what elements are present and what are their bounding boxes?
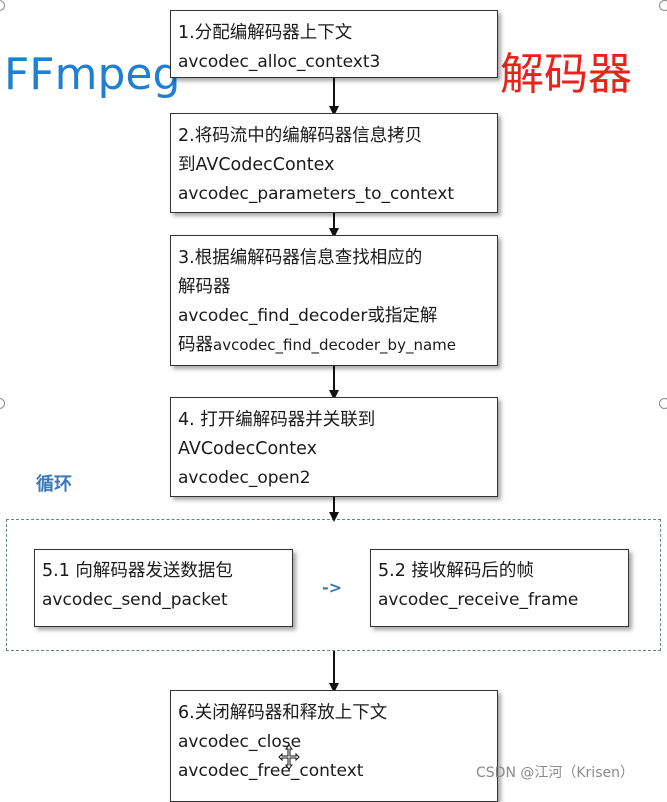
step-4-box[interactable]: 4. 打开编解码器并关联到 AVCodecContex avcodec_open…	[170, 397, 498, 497]
step-1-function: avcodec_alloc_context3	[178, 52, 381, 72]
step-3-alt-function: avcodec_find_decoder_by_name	[213, 336, 456, 354]
background-title-right: 解码器	[500, 49, 632, 100]
step-2-box[interactable]: 2.将码流中的编解码器信息拷贝 到AVCodecContex avcodec_p…	[170, 113, 498, 213]
loop-arrow-text: ->	[322, 578, 343, 597]
step-4-function: avcodec_open2	[178, 468, 311, 488]
step-5-1-box[interactable]: 5.1 向解码器发送数据包 avcodec_send_packet	[34, 549, 293, 627]
step-3-title-cont: 解码器	[178, 277, 231, 297]
step-3-title: 3.根据编解码器信息查找相应的	[178, 248, 423, 268]
step-1-box[interactable]: 1.分配编解码器上下文 avcodec_alloc_context3	[170, 10, 498, 78]
move-cursor-icon	[278, 744, 300, 770]
step-5-1-title: 5.1 向解码器发送数据包	[42, 561, 233, 581]
step-6-title: 6.关闭解码器和释放上下文	[178, 703, 388, 723]
resize-handle-mid-right[interactable]	[659, 398, 667, 409]
step-4-title-cont: AVCodecContex	[178, 439, 317, 459]
step-3-alt-text-cont: 码器	[178, 335, 213, 355]
step-5-1-function: avcodec_send_packet	[42, 590, 228, 610]
loop-label: 循环	[36, 474, 72, 495]
step-6-function-close: avcodec_close	[178, 732, 302, 752]
resize-handle-top-right[interactable]	[659, 0, 667, 11]
step-6-box[interactable]: 6.关闭解码器和释放上下文 avcodec_close avcodec_free…	[170, 690, 498, 802]
step-5-2-function: avcodec_receive_frame	[378, 590, 579, 610]
step-2-title-cont: 到AVCodecContex	[178, 155, 335, 175]
step-3-alt-text: 或指定解	[367, 306, 438, 326]
background-title-left: FFmpeg	[4, 49, 181, 100]
step-5-2-box[interactable]: 5.2 接收解码后的帧 avcodec_receive_frame	[370, 549, 629, 627]
step-3-function: avcodec_find_decoder	[178, 306, 368, 326]
step-3-box[interactable]: 3.根据编解码器信息查找相应的 解码器 avcodec_find_decoder…	[170, 235, 498, 366]
step-2-function: avcodec_parameters_to_context	[178, 184, 455, 204]
step-2-title: 2.将码流中的编解码器信息拷贝	[178, 126, 423, 146]
step-1-title: 1.分配编解码器上下文	[178, 23, 353, 43]
step-5-2-title: 5.2 接收解码后的帧	[378, 561, 534, 581]
watermark: CSDN @江河（Krisen）	[476, 765, 634, 781]
step-4-title: 4. 打开编解码器并关联到	[178, 410, 376, 430]
step-6-function-free: avcodec_free_context	[178, 761, 364, 781]
